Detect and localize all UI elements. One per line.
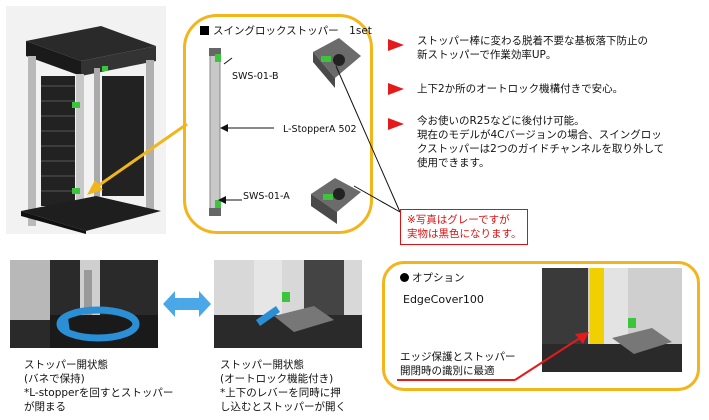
option-description: エッジ保護とストッパー 開閉時の識別に最適 — [400, 350, 516, 378]
rack-photo — [6, 6, 166, 234]
feature-2-line-1: 上下2か所のオートロック機構付きで安心。 — [417, 83, 624, 95]
sws-01-b-part — [313, 38, 361, 88]
sws-01-a-part — [311, 178, 361, 224]
bullet-arrow-icon — [388, 39, 404, 51]
option-product: EdgeCover100 — [403, 293, 484, 306]
circle-bullet-icon — [400, 273, 409, 282]
note-leader-line — [335, 65, 401, 213]
set-title: スイングロックストッパー 1set — [200, 24, 372, 38]
spring-state-title: ストッパー開状態 — [24, 359, 108, 371]
edgecover-photo — [542, 268, 682, 372]
color-note: ※写真はグレーですが 実物は黒色になります。 — [400, 209, 529, 245]
l-stopper-bar — [209, 48, 221, 216]
spring-state-sub: (バネで保持) — [24, 373, 85, 385]
label-l-stopper: L-StopperA 502 — [283, 124, 357, 135]
autolock-state-title: ストッパー開状態 — [220, 359, 304, 371]
feature-1-line-2: 新ストッパーで作業効率UP。 — [417, 49, 557, 61]
spring-state-desc-2: が閉まる — [24, 401, 66, 413]
feature-3-line-3: クストッパーは2つのガイドチャンネルを取り外して — [417, 143, 665, 155]
spring-state-caption: ストッパー開状態 (バネで保持) *L-stopperを回すとストッパー が閉ま… — [24, 358, 173, 414]
option-desc-1: エッジ保護とストッパー — [400, 351, 516, 363]
autolock-state-desc-2: し込むとストッパーが開く — [220, 401, 346, 413]
spring-state-photo — [10, 260, 158, 348]
autolock-state-illustration — [214, 260, 362, 348]
edgecover-illustration — [542, 268, 682, 372]
set-title-text: スイングロックストッパー 1set — [213, 25, 372, 37]
option-frame — [382, 261, 700, 391]
feature-2: 上下2か所のオートロック機構付きで安心。 — [417, 82, 623, 96]
autolock-state-photo — [214, 260, 362, 348]
stopper-set-frame — [183, 14, 373, 234]
option-red-arrow — [397, 332, 589, 381]
swap-double-arrow-icon — [163, 291, 211, 317]
feature-3-line-1: 今お使いのR25などに後付け可能。 — [417, 115, 585, 127]
autolock-state-caption: ストッパー開状態 (オートロック機能付き) *上下のレバーを同時に押 し込むとス… — [220, 358, 346, 414]
option-desc-2: 開閉時の識別に最適 — [400, 365, 495, 377]
autolock-state-sub: (オートロック機能付き) — [220, 373, 334, 385]
spring-state-illustration — [10, 260, 158, 348]
pointer-arrow — [87, 122, 188, 195]
label-sws-01-b: SWS-01-B — [232, 71, 279, 82]
square-bullet-icon — [200, 26, 209, 35]
feature-1: ストッパー棒に変わる脱着不要な基板落下防止の 新ストッパーで作業効率UP。 — [417, 34, 648, 62]
note-line-2: 実物は黒色になります。 — [407, 228, 522, 240]
leader-arrows — [218, 57, 274, 204]
spring-state-desc-1: *L-stopperを回すとストッパー — [24, 387, 174, 399]
option-heading-text: オプション — [412, 272, 465, 284]
rack-illustration — [21, 26, 161, 234]
autolock-state-desc-1: *上下のレバーを同時に押 — [220, 387, 341, 399]
bullet-arrow-icon — [388, 118, 404, 130]
option-heading: オプション — [400, 271, 465, 285]
feature-3: 今お使いのR25などに後付け可能。 現在のモデルが4Cバージョンの場合、スイング… — [417, 114, 664, 170]
bullet-arrow-icon — [388, 83, 404, 95]
label-sws-01-a: SWS-01-A — [243, 191, 290, 202]
note-line-1: ※写真はグレーですが — [407, 214, 510, 226]
feature-3-line-2: 現在のモデルが4Cバージョンの場合、スイングロッ — [417, 129, 662, 141]
feature-1-line-1: ストッパー棒に変わる脱着不要な基板落下防止の — [417, 35, 648, 47]
feature-3-line-4: 使用できます。 — [417, 157, 490, 169]
